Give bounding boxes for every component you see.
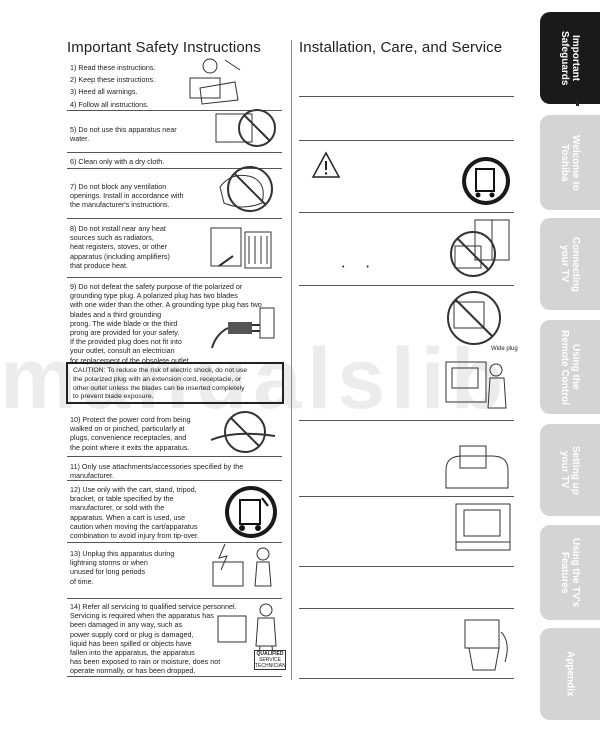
reading-person-illustration (180, 52, 250, 107)
item-13: 13) Unplug this apparatus during lightni… (70, 549, 175, 586)
water-prohibited-icon (212, 106, 282, 151)
window-placement-prohibited-icon (445, 216, 515, 284)
watermark: manualslib (0, 331, 510, 420)
tab-welcome-to-toshiba[interactable]: Welcome to Toshiba (540, 115, 600, 210)
tv-on-sofa-illustration (440, 440, 515, 495)
cart-prohibited-icon (440, 288, 515, 348)
divider (67, 480, 282, 481)
divider (299, 420, 514, 421)
tab-connecting-your-tv[interactable]: Connecting your TV (540, 218, 600, 310)
item-10: 10) Protect the power cord from being wa… (70, 415, 191, 452)
divider (67, 542, 282, 543)
wide-plug-label: Wide plug (491, 346, 518, 352)
divider (299, 496, 514, 497)
item-14: 14) Refer all servicing to qualified ser… (70, 602, 237, 676)
divider (67, 168, 282, 169)
tab-marker (576, 99, 579, 106)
divider (299, 566, 514, 567)
divider (299, 140, 514, 141)
item-12: 12) Use only with the cart, stand, tripo… (70, 485, 200, 541)
tab-important-safeguards[interactable]: Important Safeguards (540, 12, 600, 104)
tv-moving-illustration (455, 612, 515, 676)
divider (67, 218, 282, 219)
tv-cabinet-illustration (450, 500, 515, 555)
divider (299, 96, 514, 97)
item-6: 6) Clean only with a dry cloth. (70, 157, 165, 166)
warning-triangle-icon (311, 151, 341, 179)
divider (67, 676, 282, 677)
lightning-unplug-illustration (205, 540, 283, 596)
right-title: Installation, Care, and Service (299, 39, 503, 56)
tab-appendix[interactable]: Appendix (540, 628, 600, 720)
item-1-4: 1) Read these instructions. 2) Keep thes… (70, 63, 156, 109)
divider (67, 598, 282, 599)
item-5: 5) Do not use this apparatus near water. (70, 125, 177, 144)
tab-using-the-remote-control[interactable]: Using the Remote Control (540, 320, 600, 414)
column-separator (291, 40, 292, 680)
divider (299, 608, 514, 609)
left-title: Important Safety Instructions (67, 39, 261, 56)
divider (299, 678, 514, 679)
ventilation-prohibited-icon (212, 163, 282, 215)
divider (299, 285, 514, 286)
dots: • • (342, 264, 379, 271)
item-9: 9) Do not defeat the safety purpose of t… (70, 282, 262, 365)
tab-using-the-tvs-features[interactable]: Using the TV's Features (540, 525, 600, 620)
divider (67, 456, 282, 457)
cord-protection-prohibited-icon (205, 410, 283, 455)
cart-tipover-warning-icon (222, 484, 280, 540)
divider (67, 152, 282, 153)
item-8: 8) Do not install near any heat sources … (70, 224, 170, 270)
divider (299, 212, 514, 213)
heat-source-prohibited-icon (205, 220, 283, 275)
divider (67, 277, 282, 278)
tab-setting-up-your-tv[interactable]: Setting up your TV (540, 424, 600, 516)
divider (67, 110, 282, 111)
caution-box: CAUTION: To reduce the risk of electric … (66, 362, 284, 404)
cabinet-tv-illustration (438, 352, 514, 418)
item-11: 11) Only use attachments/accessories spe… (70, 462, 244, 481)
stand-tipover-warning-icon (460, 155, 512, 207)
plug-illustration (208, 300, 283, 355)
qualified-technician-badge: QUALIFIED SERVICE TECHNICIAN (254, 650, 286, 670)
item-7: 7) Do not block any ventilation openings… (70, 182, 184, 210)
